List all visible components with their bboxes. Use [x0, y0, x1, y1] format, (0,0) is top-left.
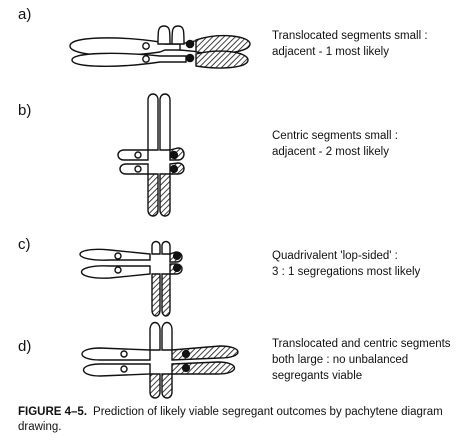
- diagram-a: [69, 25, 251, 69]
- panel-caption-d: Translocated and centric segments both l…: [272, 338, 451, 382]
- diagram-b: [117, 93, 185, 217]
- panel-label-a: a): [18, 6, 32, 23]
- panel-caption-b: Centric segments small : adjacent - 2 mo…: [272, 130, 398, 158]
- diagram-c: [79, 240, 183, 317]
- figure-number: FIGURE 4–5.: [18, 406, 88, 418]
- panel-label-b: b): [18, 102, 32, 119]
- panel-caption-c: Quadrivalent 'lop-sided' : 3 : 1 segrega…: [272, 250, 421, 278]
- panel-label-d: d): [18, 338, 32, 355]
- panel-caption-a: Translocated segments small : adjacent -…: [272, 30, 428, 58]
- figure-caption-text: Prediction of likely viable segregant ou…: [18, 406, 443, 433]
- panel-label-c: c): [18, 236, 31, 253]
- figure-caption: FIGURE 4–5.Prediction of likely viable s…: [18, 405, 458, 435]
- diagram-d: [81, 321, 239, 399]
